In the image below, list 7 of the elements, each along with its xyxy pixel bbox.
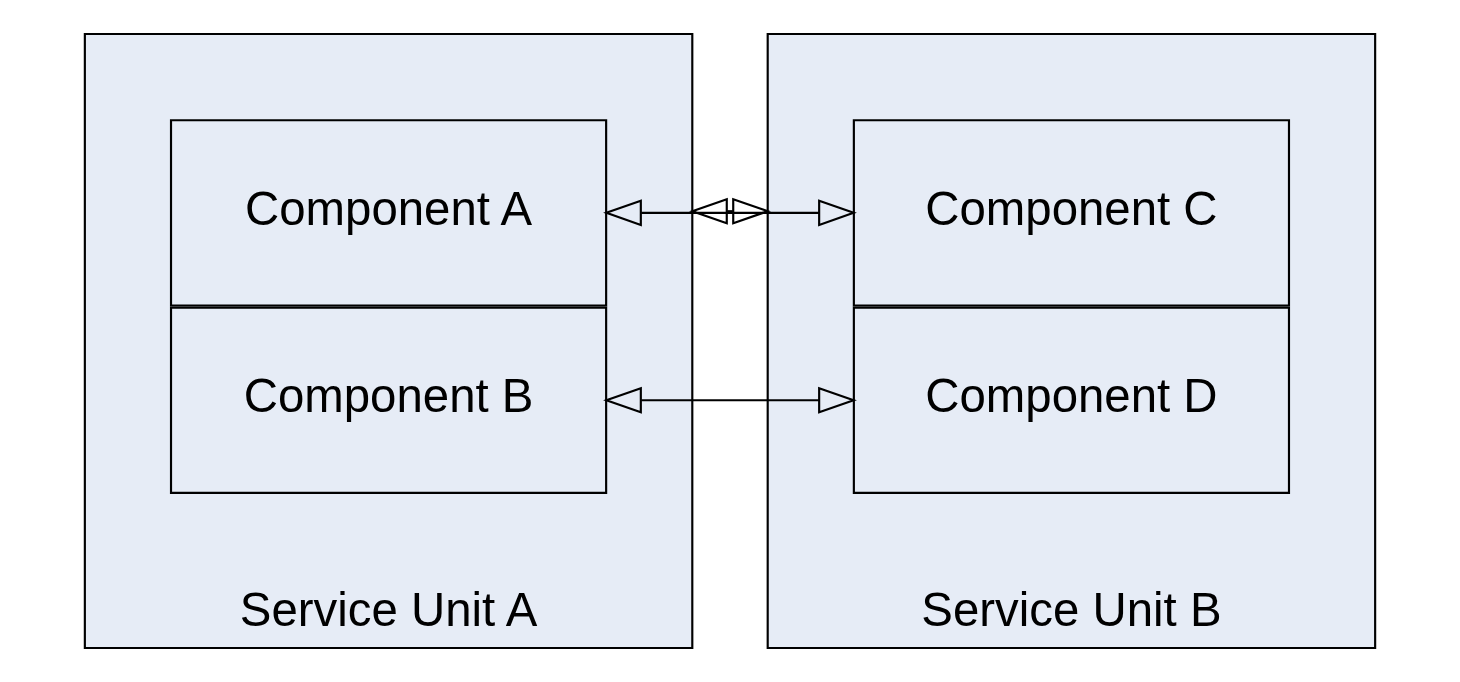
node-box: Component C (852, 119, 1291, 307)
node-box: Component B (169, 306, 608, 494)
node-box: Component D (852, 306, 1291, 494)
arrow (603, 386, 857, 414)
node-box: Component A (169, 119, 608, 307)
arrow (689, 197, 771, 225)
arrow (603, 199, 857, 227)
